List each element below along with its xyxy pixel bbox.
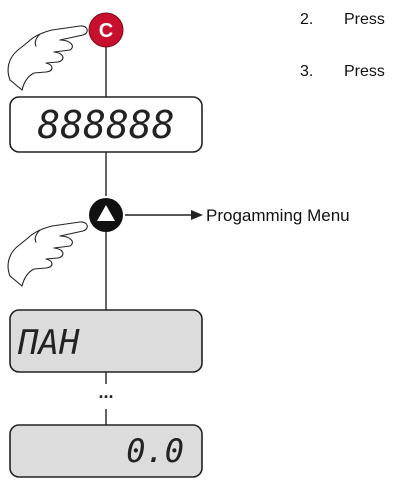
display-test: 888888 [9,96,203,153]
step-2-text: Press [344,11,385,28]
hand-pointer-icon-2 [7,221,88,287]
display-last-text: 0.0 [126,432,184,470]
c-button[interactable]: C [88,12,124,48]
display-test-text: 888888 [37,103,174,147]
ellipsis: ... [98,382,113,402]
up-button[interactable] [89,198,123,232]
up-triangle-icon [97,205,115,221]
step-3-number: 3. [300,63,313,80]
programming-menu-label: Progamming Menu [206,206,350,225]
c-button-label: C [99,20,113,42]
step-2-number: 2. [300,11,313,28]
step-3-text: Press [344,63,385,80]
arrow-head-icon [191,210,203,220]
display-first-text: ПАН [17,323,80,363]
display-first: ПАН [9,309,203,373]
display-last: 0.0 [9,424,203,478]
hand-pointer-icon [7,25,88,91]
